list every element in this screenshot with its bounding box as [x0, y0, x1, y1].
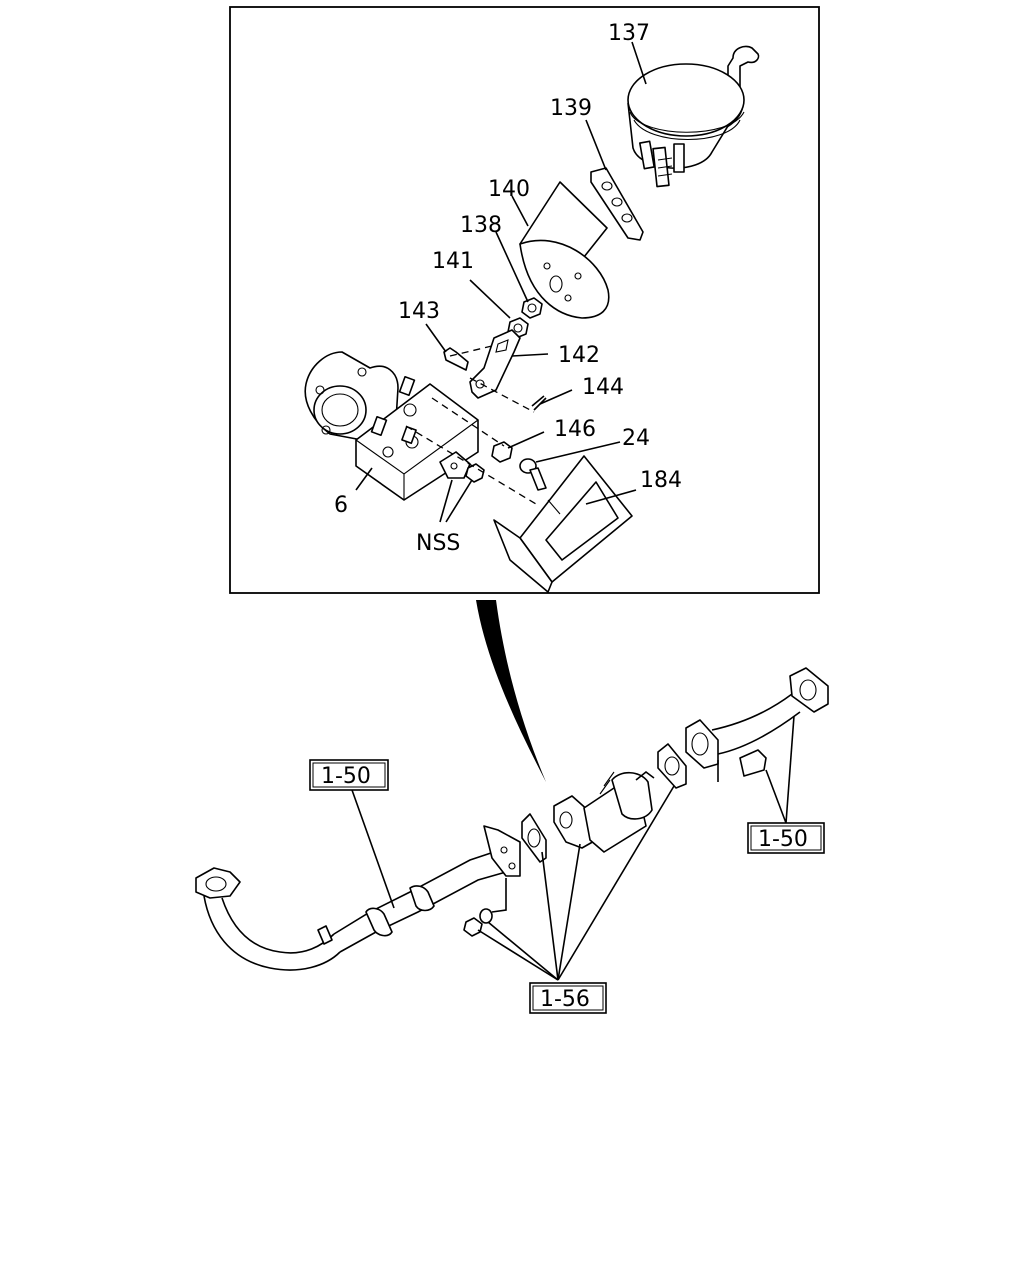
gasket-left — [521, 813, 547, 863]
part-184-heat-shield — [493, 455, 633, 593]
callout-arrow — [476, 600, 546, 782]
label-142: 142 — [558, 343, 600, 368]
assembly-line-3 — [469, 377, 535, 413]
ref-bottom-label: 1-56 — [540, 987, 590, 1012]
leader-lines-assembly — [351, 715, 795, 981]
front-pipe — [195, 825, 521, 971]
ref-left-label: 1-50 — [321, 764, 371, 789]
valve-assembly — [553, 770, 655, 853]
part-137-actuator — [627, 45, 760, 188]
ref-box-bottom: 1-56 — [529, 982, 607, 1014]
label-6: 6 — [334, 493, 348, 518]
label-139: 139 — [550, 96, 592, 121]
label-143: 143 — [398, 299, 440, 324]
label-146: 146 — [554, 417, 596, 442]
ref-box-right: 1-50 — [747, 822, 825, 854]
gasket-right — [657, 743, 687, 789]
label-137: 137 — [608, 21, 650, 46]
ref-right-label: 1-50 — [758, 827, 808, 852]
label-nss: NSS — [416, 531, 460, 556]
label-141: 141 — [432, 249, 474, 274]
rear-pipe — [685, 667, 829, 782]
part-138-nut — [521, 297, 543, 319]
assembly-line-2 — [431, 397, 505, 447]
bottom-nut — [463, 878, 507, 937]
label-138: 138 — [460, 213, 502, 238]
part-nss — [439, 451, 485, 483]
label-184: 184 — [640, 468, 682, 493]
part-146-nut — [491, 441, 513, 463]
part-24-bolt — [519, 458, 547, 491]
exhaust-assembly: 1-50 1-50 1-56 — [195, 667, 829, 1014]
label-144: 144 — [582, 375, 624, 400]
ref-box-left: 1-50 — [309, 759, 389, 791]
part-143-pin — [443, 347, 469, 371]
detail-inset: 137 139 140 138 141 143 142 144 146 24 1… — [229, 6, 820, 594]
part-140-bracket — [519, 181, 610, 319]
leader-lines-detail — [355, 41, 647, 523]
label-24: 24 — [622, 426, 650, 451]
part-142-lever — [469, 329, 521, 399]
assembly-line-1 — [405, 425, 537, 505]
label-140: 140 — [488, 177, 530, 202]
